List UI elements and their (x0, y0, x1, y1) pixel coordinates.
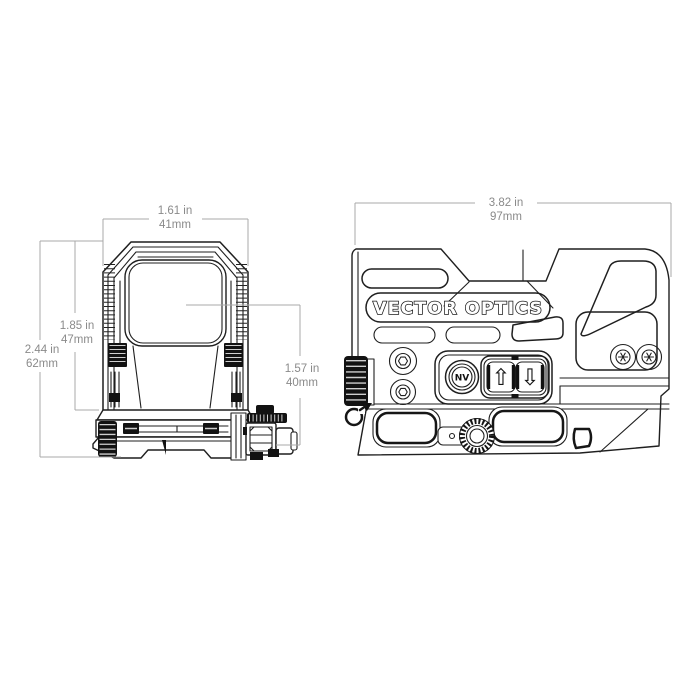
nv-button-label: NV (455, 374, 470, 384)
dimension-label-mm: 47mm (61, 334, 93, 346)
dimension-side-length: 3.82 in 97mm (354, 197, 672, 277)
down-arrow-icon: ⇩ (520, 365, 539, 391)
side-view-drawing: VECTOR OPTICS N (344, 248, 670, 456)
side-right-screws (609, 343, 663, 371)
brand-logo-text: VECTOR OPTICS (373, 299, 543, 319)
brightness-up-button: ⇧ (486, 361, 516, 393)
dimension-label-inches: 2.44 in (25, 344, 60, 356)
locking-dial (459, 418, 495, 454)
side-battery-knob (344, 356, 375, 427)
dimension-front-width: 1.61 in 41mm (102, 205, 249, 266)
front-window (124, 259, 227, 347)
up-arrow-icon: ⇧ (491, 365, 510, 391)
dimension-label-mm: 97mm (490, 211, 522, 223)
side-mount-details (372, 406, 593, 454)
dimension-label-mm: 62mm (26, 358, 58, 370)
lanyard-hook (344, 407, 364, 427)
side-cutouts (361, 260, 658, 371)
dimension-label-inches: 1.61 in (158, 205, 193, 217)
front-view-drawing (92, 241, 298, 461)
nv-button: NV (444, 359, 480, 395)
dimension-front-axis-height: 1.57 in 40mm (186, 304, 320, 446)
dimension-front-body-height: 1.85 in 47mm (60, 241, 99, 411)
brightness-down-button: ⇩ (515, 361, 545, 393)
dimension-front-total-height: 2.44 in 62mm (25, 240, 121, 458)
front-mount-clamp (230, 405, 298, 461)
rail-foot (572, 427, 593, 450)
side-left-screws (388, 346, 418, 406)
rail-index-mark (162, 440, 166, 455)
dimension-label-inches: 1.57 in (285, 363, 320, 375)
front-lower-body (109, 345, 242, 409)
dimension-label-mm: 41mm (159, 219, 191, 231)
control-panel: NV ⇧ ⇩ (434, 350, 553, 405)
dimension-label-inches: 1.85 in (60, 320, 95, 332)
dimension-label-mm: 40mm (286, 377, 318, 389)
dimension-label-inches: 3.82 in (489, 197, 524, 209)
front-side-serrations (104, 264, 247, 340)
brand-logo-plate: VECTOR OPTICS (365, 292, 551, 323)
front-windage-knob (98, 421, 117, 457)
front-knurl-blocks (108, 343, 243, 367)
brightness-buttons: ⇧ ⇩ (480, 355, 550, 399)
